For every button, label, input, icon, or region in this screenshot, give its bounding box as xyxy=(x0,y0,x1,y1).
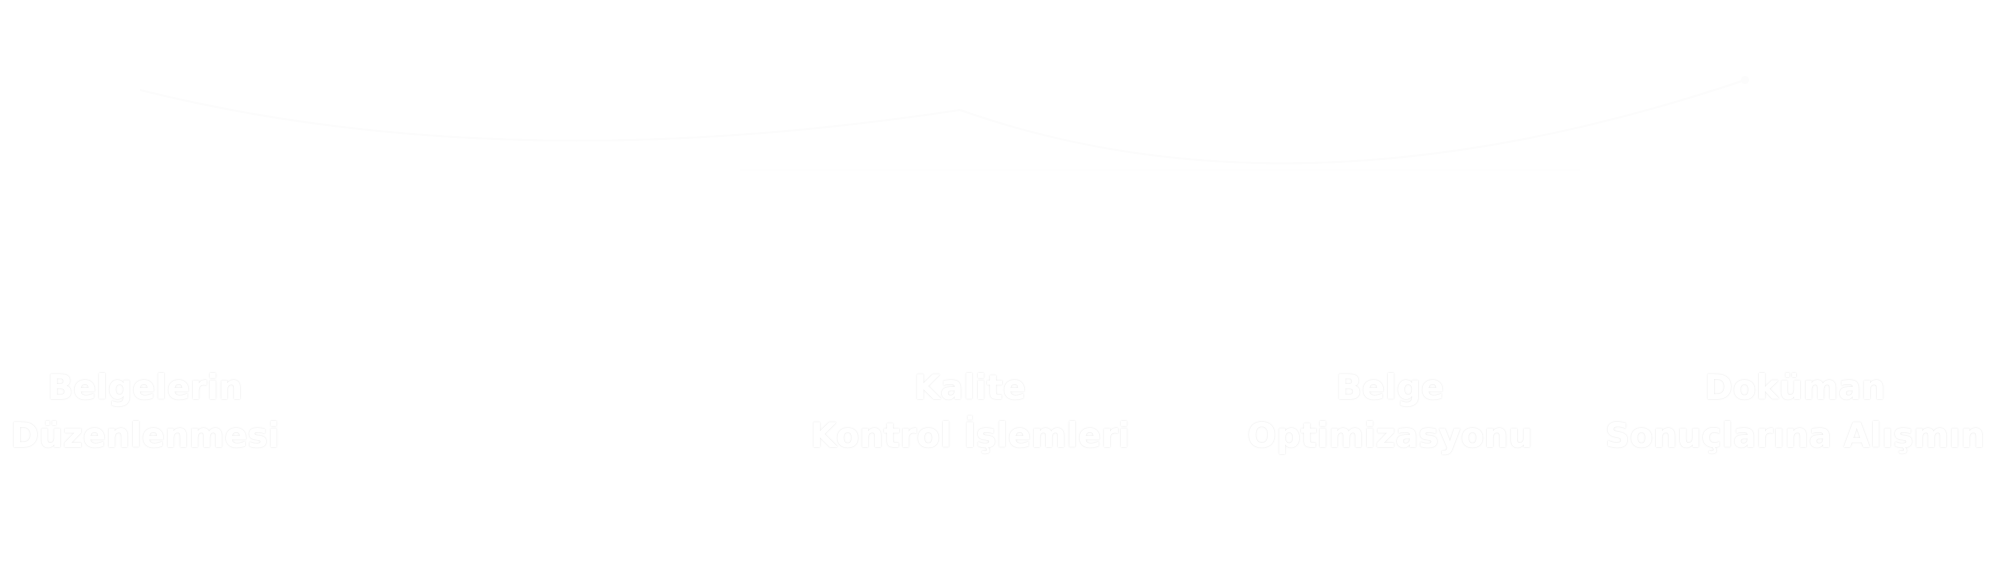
connector-line-2 xyxy=(959,79,1746,165)
step-label-2: Kalite Kontrol İşlemleri xyxy=(810,364,1130,460)
connector-node-1 xyxy=(1741,76,1749,84)
step-label-4: Doküman Sonuçlarına Alışmın xyxy=(1600,364,1990,460)
step-2-subtitle: Kontrol İşlemleri xyxy=(810,416,1130,456)
step-2-title: Kalite xyxy=(914,368,1026,408)
step-4-title: Doküman xyxy=(1704,368,1886,408)
step-4-subtitle: Sonuçlarına Alışmın xyxy=(1605,416,1985,456)
connector-line-1 xyxy=(139,89,961,142)
step-1-subtitle: Düzenlenmesi xyxy=(10,416,280,456)
step-3-title: Belge xyxy=(1335,368,1445,408)
step-1-title: Belgelerin xyxy=(47,368,243,408)
step-3-subtitle: Optimizasyonu xyxy=(1247,416,1533,456)
step-label-3: Belge Optimizasyonu xyxy=(1240,364,1540,460)
step-label-1: Belgelerin Düzenlenmesi xyxy=(10,364,280,460)
